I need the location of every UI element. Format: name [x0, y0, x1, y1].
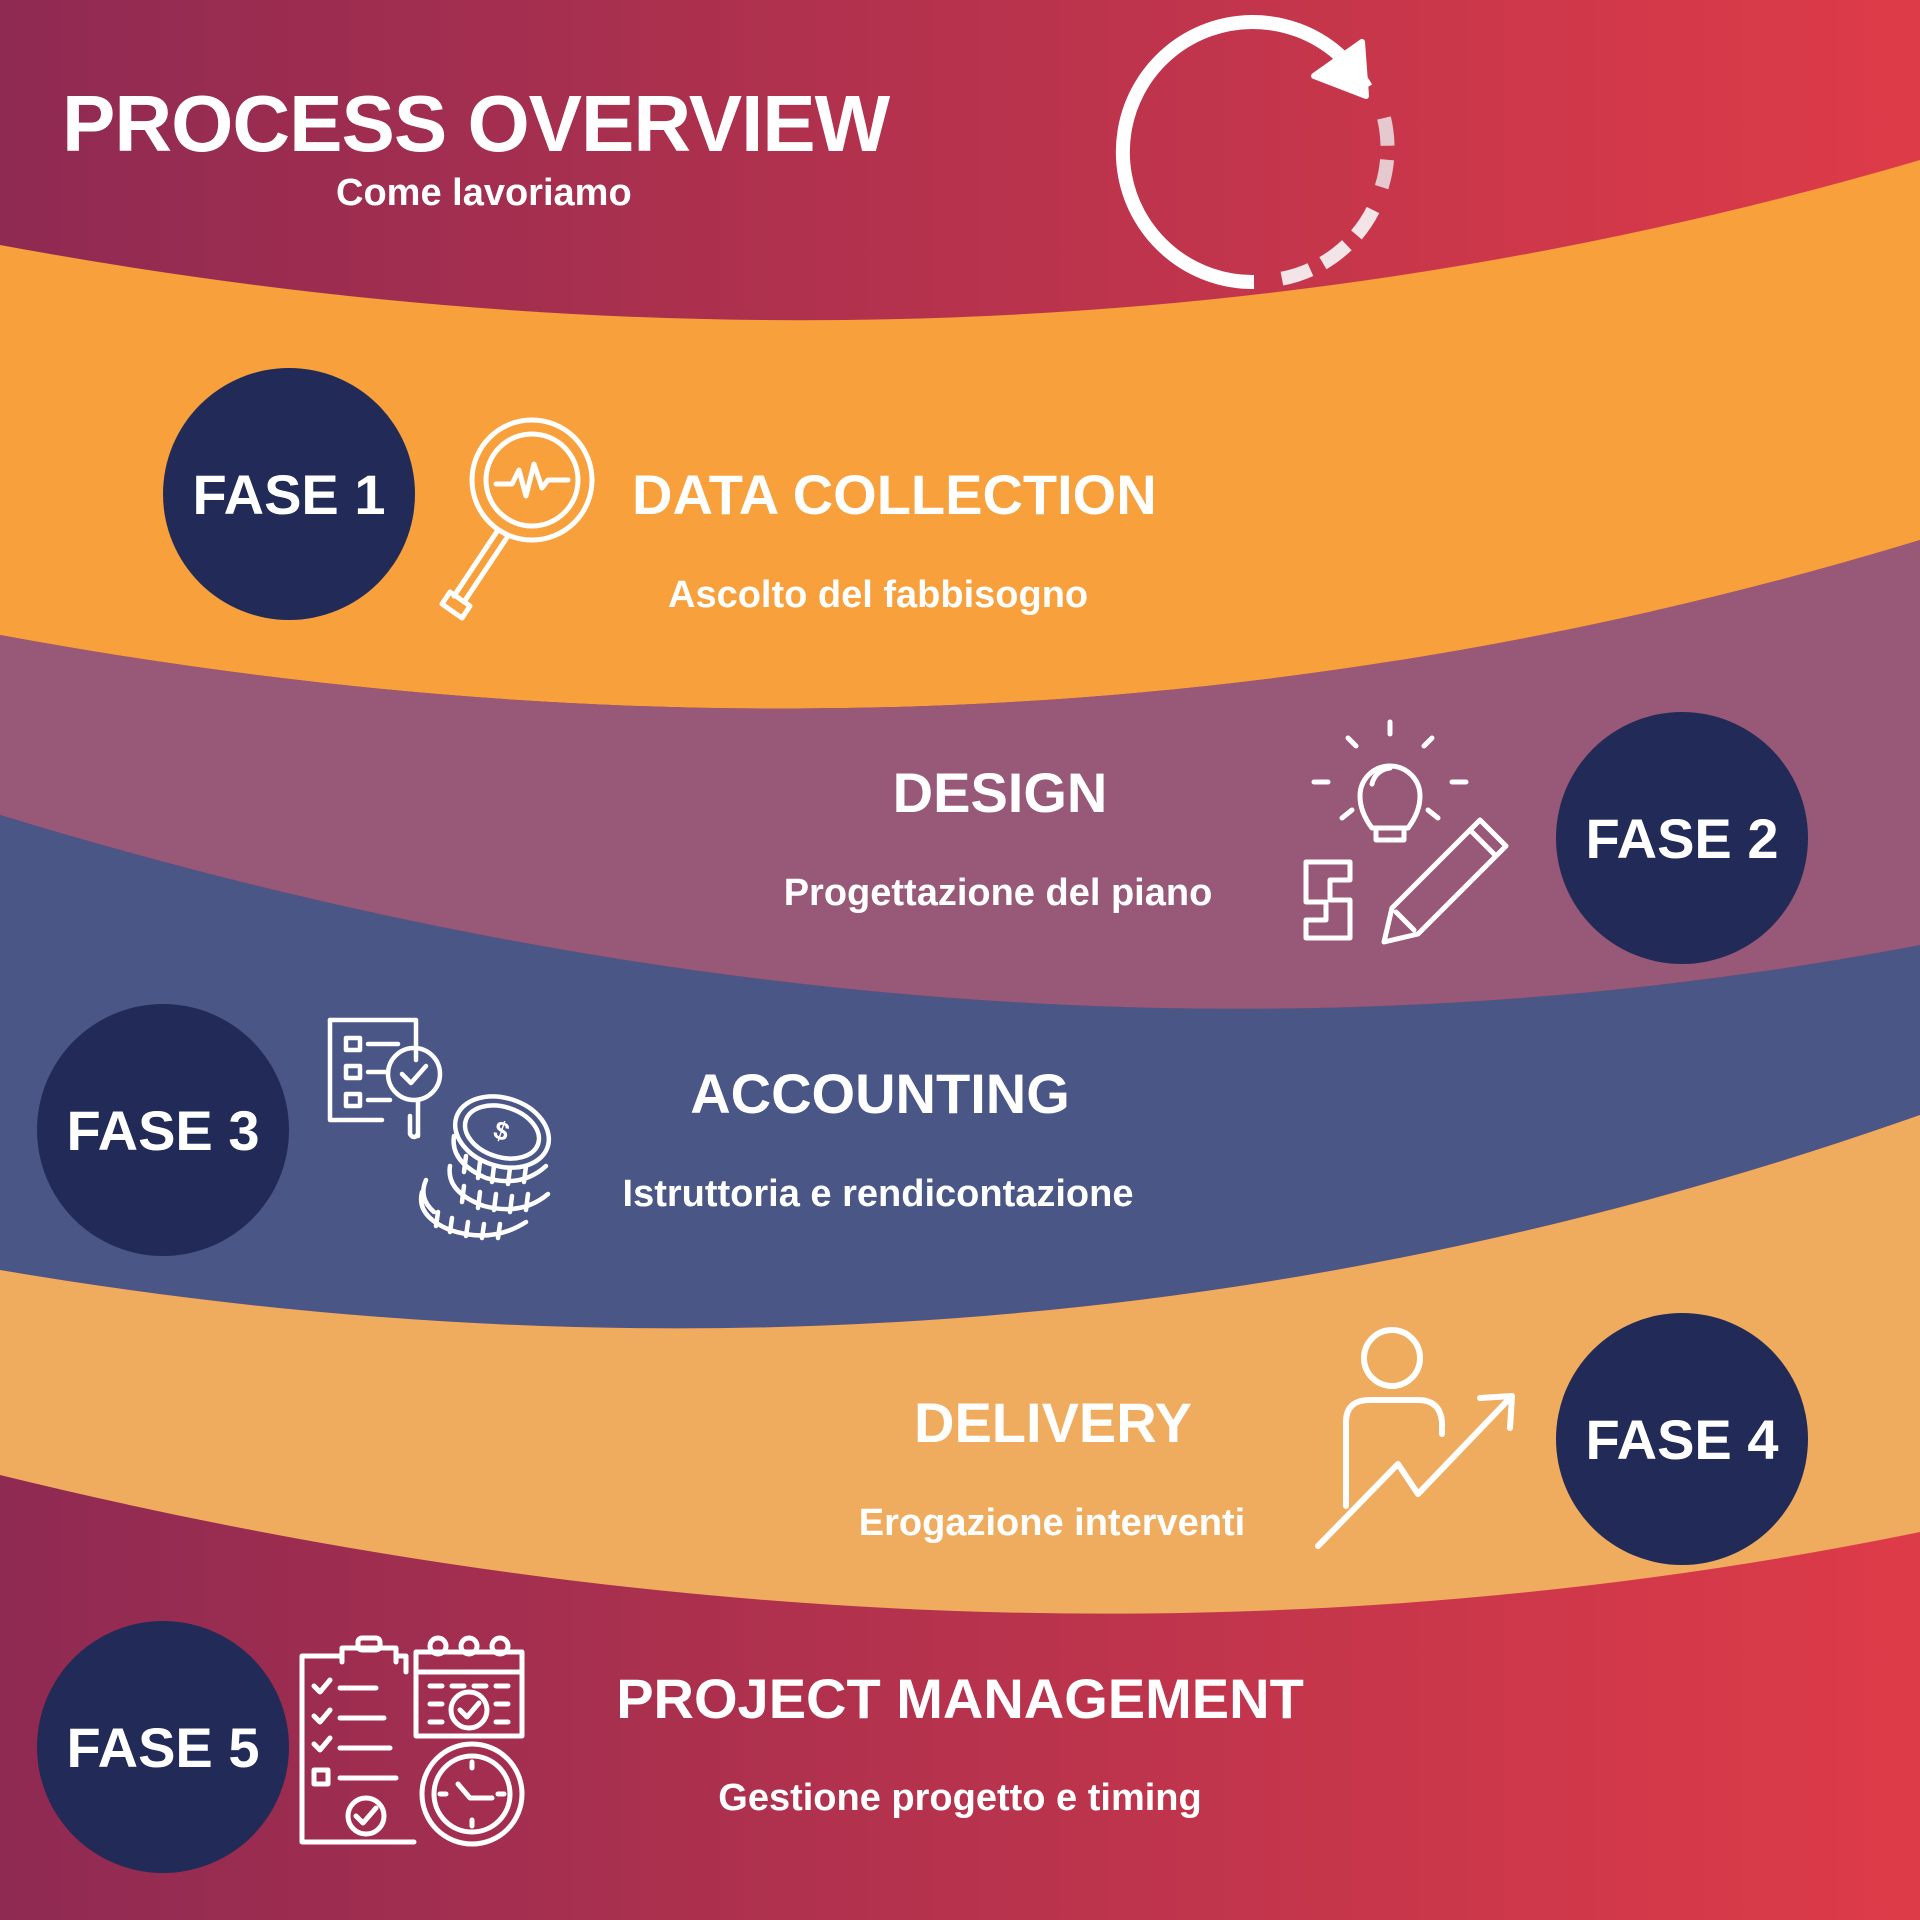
svg-text:$: $: [490, 1114, 514, 1147]
phase-3-title: ACCOUNTING: [690, 1062, 1070, 1125]
phase-2-subtitle: Progettazione del piano: [783, 872, 1213, 914]
clipboard-calendar-clock-icon: [298, 1632, 528, 1848]
phase-3-badge-label: FASE 3: [66, 1098, 260, 1162]
page-subtitle: Come lavoriamo: [336, 172, 632, 214]
phase-3-badge: FASE 3: [37, 1004, 289, 1256]
phase-1-subtitle: Ascolto del fabbisogno: [668, 574, 1089, 616]
phase-4-badge: FASE 4: [1556, 1313, 1808, 1565]
checklist-coins-icon: $: [326, 1016, 566, 1242]
cycle-arrow-icon: [1115, 14, 1396, 292]
phase-1-badge-label: FASE 1: [192, 462, 386, 526]
phase-2-badge-label: FASE 2: [1585, 806, 1779, 870]
band-orange: [0, 160, 1920, 709]
phase-4-badge-label: FASE 4: [1585, 1407, 1779, 1471]
phase-3-subtitle: Istruttoria e rendicontazione: [622, 1173, 1134, 1215]
phase-1-title: DATA COLLECTION: [632, 463, 1157, 526]
phase-4-subtitle: Erogazione interventi: [858, 1502, 1246, 1544]
phase-5-subtitle: Gestione progetto e timing: [718, 1777, 1202, 1819]
page-title: PROCESS OVERVIEW: [62, 79, 890, 168]
phase-1-badge: FASE 1: [163, 368, 415, 620]
lightbulb-pencil-icon: [1300, 718, 1530, 948]
phase-4-title: DELIVERY: [914, 1391, 1192, 1454]
magnifier-pulse-icon: [420, 417, 610, 638]
phase-2-badge: FASE 2: [1556, 712, 1808, 964]
phase-2-title: DESIGN: [892, 761, 1108, 824]
phase-5-badge: FASE 5: [37, 1621, 289, 1873]
person-growth-icon: [1310, 1326, 1522, 1552]
band-light-orange: [0, 1115, 1920, 1614]
phase-5-badge-label: FASE 5: [66, 1715, 260, 1779]
phase-5-title: PROJECT MANAGEMENT: [616, 1667, 1304, 1730]
band-mauve: [0, 540, 1920, 1009]
